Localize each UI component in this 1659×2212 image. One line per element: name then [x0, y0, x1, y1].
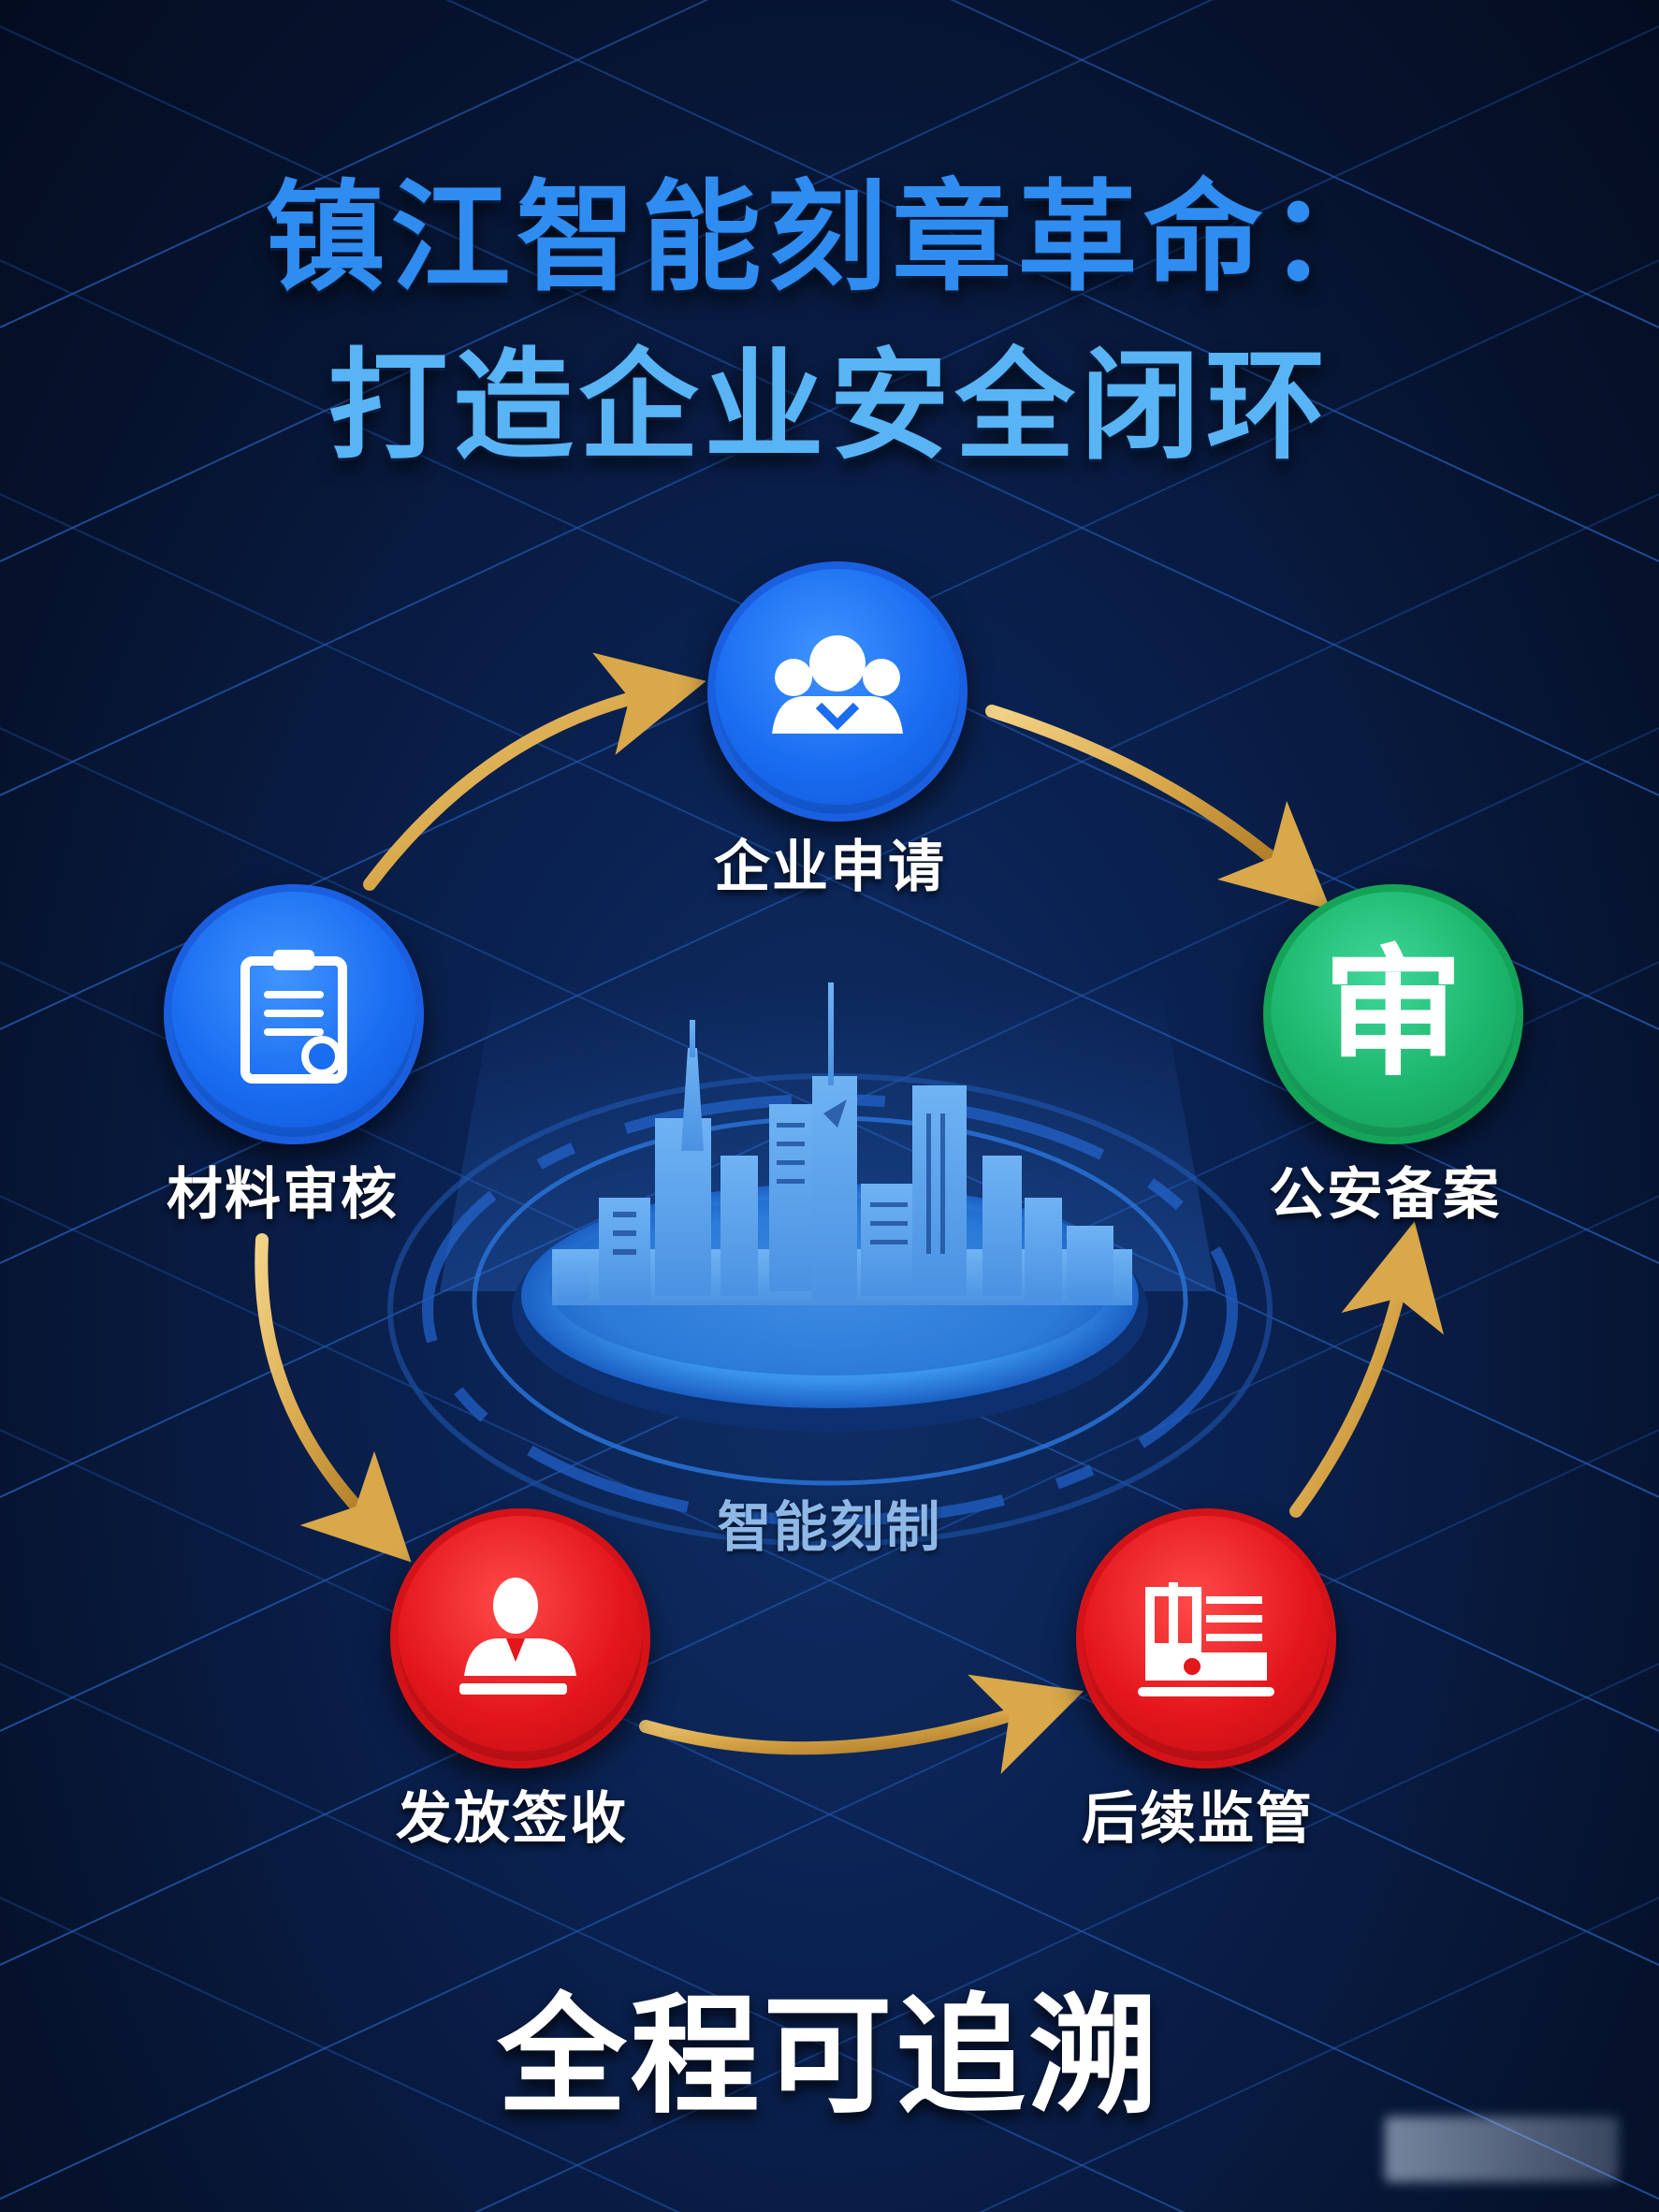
arrow-monitor-to-police — [1289, 1221, 1445, 1518]
node-label-deliver: 发放签收 — [396, 1786, 628, 1852]
arrow-review-to-deliver — [255, 1233, 412, 1563]
node-issue-receipt[interactable] — [390, 1508, 650, 1768]
node-material-review[interactable] — [164, 884, 424, 1144]
node-police-filing[interactable]: 审 — [1263, 884, 1523, 1144]
footer-slogan: 全程可追溯 — [497, 1981, 1162, 2132]
watermark — [1385, 2117, 1619, 2182]
node-label-apply: 企业申请 — [714, 835, 946, 900]
review-character-icon: 审 — [1322, 933, 1463, 1096]
title-line-2: 打造企业安全闭环 — [327, 337, 1332, 476]
node-label-monitor: 后续监管 — [1082, 1786, 1314, 1852]
arrow-apply-to-police — [985, 705, 1331, 910]
node-follow-up-supervision[interactable] — [1076, 1508, 1336, 1768]
center-label: 智能刻制 — [717, 1495, 942, 1559]
arrow-deliver-to-monitor — [639, 1674, 1084, 1774]
arrow-review-to-apply — [363, 652, 706, 891]
node-label-police: 公安备案 — [1269, 1162, 1501, 1228]
users-icon — [772, 635, 903, 734]
title-line-1: 镇江智能刻章革命： — [265, 168, 1394, 308]
seal-machine-icon — [1138, 1582, 1274, 1696]
person-desk-icon — [459, 1578, 576, 1695]
clipboard-icon — [240, 950, 347, 1084]
node-label-review: 材料审核 — [167, 1162, 399, 1228]
node-enterprise-apply[interactable] — [707, 561, 968, 822]
